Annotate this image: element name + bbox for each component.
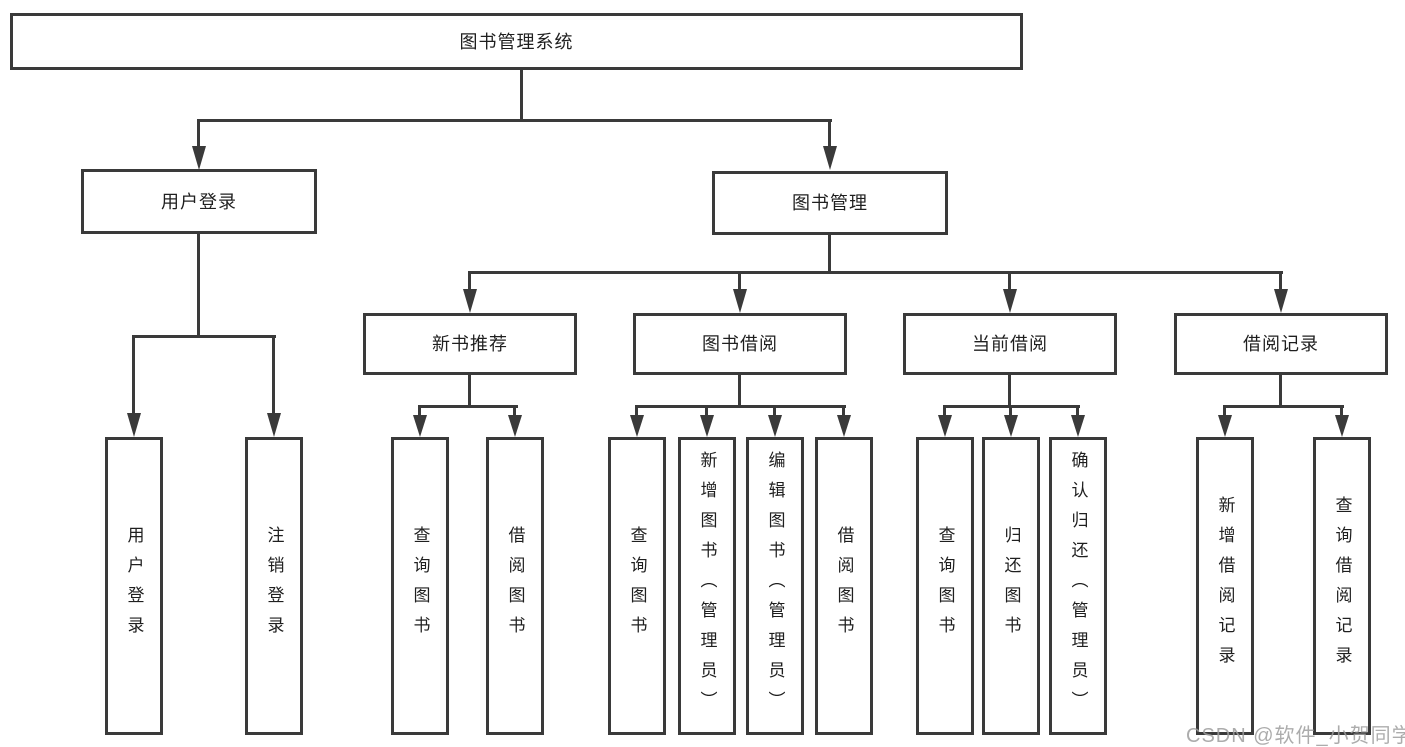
- connector-current-vline: [1008, 375, 1011, 408]
- connector-userlogin-drop-2: [272, 335, 275, 415]
- node-new-book-recommend-label: 新书推荐: [432, 334, 508, 354]
- leaf-borrow-query-books-label: 查询图书: [627, 526, 647, 646]
- leaf-query-borrow-record-label: 查询借阅记录: [1332, 496, 1352, 676]
- connector-recommend-vline: [468, 375, 471, 408]
- arrow-down-icon: [1004, 415, 1018, 437]
- connector-root-hline: [197, 119, 832, 122]
- connector-recommend-drop-2: [513, 405, 516, 417]
- node-borrow-records: 借阅记录: [1174, 313, 1388, 375]
- leaf-borrow-query-books: 查询图书: [608, 437, 666, 735]
- leaf-return-books-label: 归还图书: [1001, 526, 1021, 646]
- leaf-add-books-admin: 新增图书（管理员）: [678, 437, 736, 735]
- connector-borrow-vline: [738, 375, 741, 408]
- connector-borrow-drop-3: [773, 405, 776, 417]
- leaf-recommend-borrow-books-label: 借阅图书: [505, 526, 525, 646]
- connector-bookmgmt-hline: [468, 271, 1283, 274]
- connector-borrow-drop-1: [635, 405, 638, 417]
- connector-records-vline: [1279, 375, 1282, 408]
- connector-bookmgmt-drop-4: [1279, 271, 1282, 293]
- leaf-confirm-return-admin: 确认归还（管理员）: [1049, 437, 1107, 735]
- connector-bookmgmt-drop-2: [738, 271, 741, 293]
- leaf-query-borrow-record: 查询借阅记录: [1313, 437, 1371, 735]
- arrow-down-icon: [508, 415, 522, 437]
- leaf-add-books-admin-label: 新增图书（管理员）: [697, 451, 717, 721]
- node-borrow-records-label: 借阅记录: [1243, 334, 1319, 354]
- arrow-down-icon: [700, 415, 714, 437]
- connector-bookmgmt-vline: [828, 235, 831, 274]
- arrow-down-icon: [1274, 289, 1288, 313]
- connector-borrow-drop-4: [842, 405, 845, 417]
- arrow-down-icon: [1335, 415, 1349, 437]
- leaf-user-login-label: 用户登录: [124, 526, 144, 646]
- node-user-login-label: 用户登录: [161, 191, 237, 212]
- arrow-down-icon: [733, 289, 747, 313]
- connector-current-drop-2: [1009, 405, 1012, 417]
- leaf-logout-label: 注销登录: [264, 526, 284, 646]
- node-book-management: 图书管理: [712, 171, 948, 235]
- connector-userlogin-hline: [132, 335, 276, 338]
- arrow-down-icon: [768, 415, 782, 437]
- node-new-book-recommend: 新书推荐: [363, 313, 577, 375]
- leaf-recommend-borrow-books: 借阅图书: [486, 437, 544, 735]
- node-current-borrow: 当前借阅: [903, 313, 1117, 375]
- connector-bookmgmt-drop-1: [468, 271, 471, 293]
- arrow-down-icon: [463, 289, 477, 313]
- leaf-borrow-books: 借阅图书: [815, 437, 873, 735]
- leaf-current-query-books: 查询图书: [916, 437, 974, 735]
- leaf-return-books: 归还图书: [982, 437, 1040, 735]
- leaf-confirm-return-admin-label: 确认归还（管理员）: [1068, 451, 1088, 721]
- arrow-down-icon: [127, 413, 141, 437]
- leaf-borrow-books-label: 借阅图书: [834, 526, 854, 646]
- connector-borrow-drop-2: [705, 405, 708, 417]
- arrow-down-icon: [192, 146, 206, 170]
- arrow-down-icon: [1218, 415, 1232, 437]
- connector-recommend-hline: [418, 405, 518, 408]
- node-book-borrow-label: 图书借阅: [702, 334, 778, 354]
- connector-root-drop-1: [197, 119, 200, 147]
- connector-root-drop-2: [828, 119, 831, 147]
- leaf-add-borrow-record-label: 新增借阅记录: [1215, 496, 1235, 676]
- arrow-down-icon: [823, 146, 837, 170]
- node-root: 图书管理系统: [10, 13, 1023, 70]
- arrow-down-icon: [938, 415, 952, 437]
- leaf-edit-books-admin-label: 编辑图书（管理员）: [765, 451, 785, 721]
- connector-root-vline: [520, 67, 523, 121]
- leaf-current-query-books-label: 查询图书: [935, 526, 955, 646]
- node-book-borrow: 图书借阅: [633, 313, 847, 375]
- arrow-down-icon: [1003, 289, 1017, 313]
- leaf-recommend-query-books-label: 查询图书: [410, 526, 430, 646]
- arrow-down-icon: [413, 415, 427, 437]
- connector-records-drop-1: [1223, 405, 1226, 417]
- connector-userlogin-vline: [197, 234, 200, 338]
- connector-borrow-hline: [635, 405, 846, 408]
- connector-userlogin-drop-1: [132, 335, 135, 415]
- connector-current-drop-1: [943, 405, 946, 417]
- leaf-user-login: 用户登录: [105, 437, 163, 735]
- node-user-login: 用户登录: [81, 169, 317, 234]
- arrow-down-icon: [630, 415, 644, 437]
- node-current-borrow-label: 当前借阅: [972, 334, 1048, 354]
- connector-records-hline: [1223, 405, 1344, 408]
- connector-current-drop-3: [1076, 405, 1079, 417]
- node-root-label: 图书管理系统: [459, 31, 574, 52]
- arrow-down-icon: [837, 415, 851, 437]
- arrow-down-icon: [267, 413, 281, 437]
- leaf-edit-books-admin: 编辑图书（管理员）: [746, 437, 804, 735]
- connector-records-drop-2: [1340, 405, 1343, 417]
- csdn-watermark: CSDN @软件_小贺同学: [1186, 725, 1405, 747]
- connector-bookmgmt-drop-3: [1008, 271, 1011, 293]
- leaf-logout: 注销登录: [245, 437, 303, 735]
- arrow-down-icon: [1071, 415, 1085, 437]
- leaf-add-borrow-record: 新增借阅记录: [1196, 437, 1254, 735]
- leaf-recommend-query-books: 查询图书: [391, 437, 449, 735]
- node-book-management-label: 图书管理: [792, 193, 868, 213]
- connector-recommend-drop-1: [418, 405, 421, 417]
